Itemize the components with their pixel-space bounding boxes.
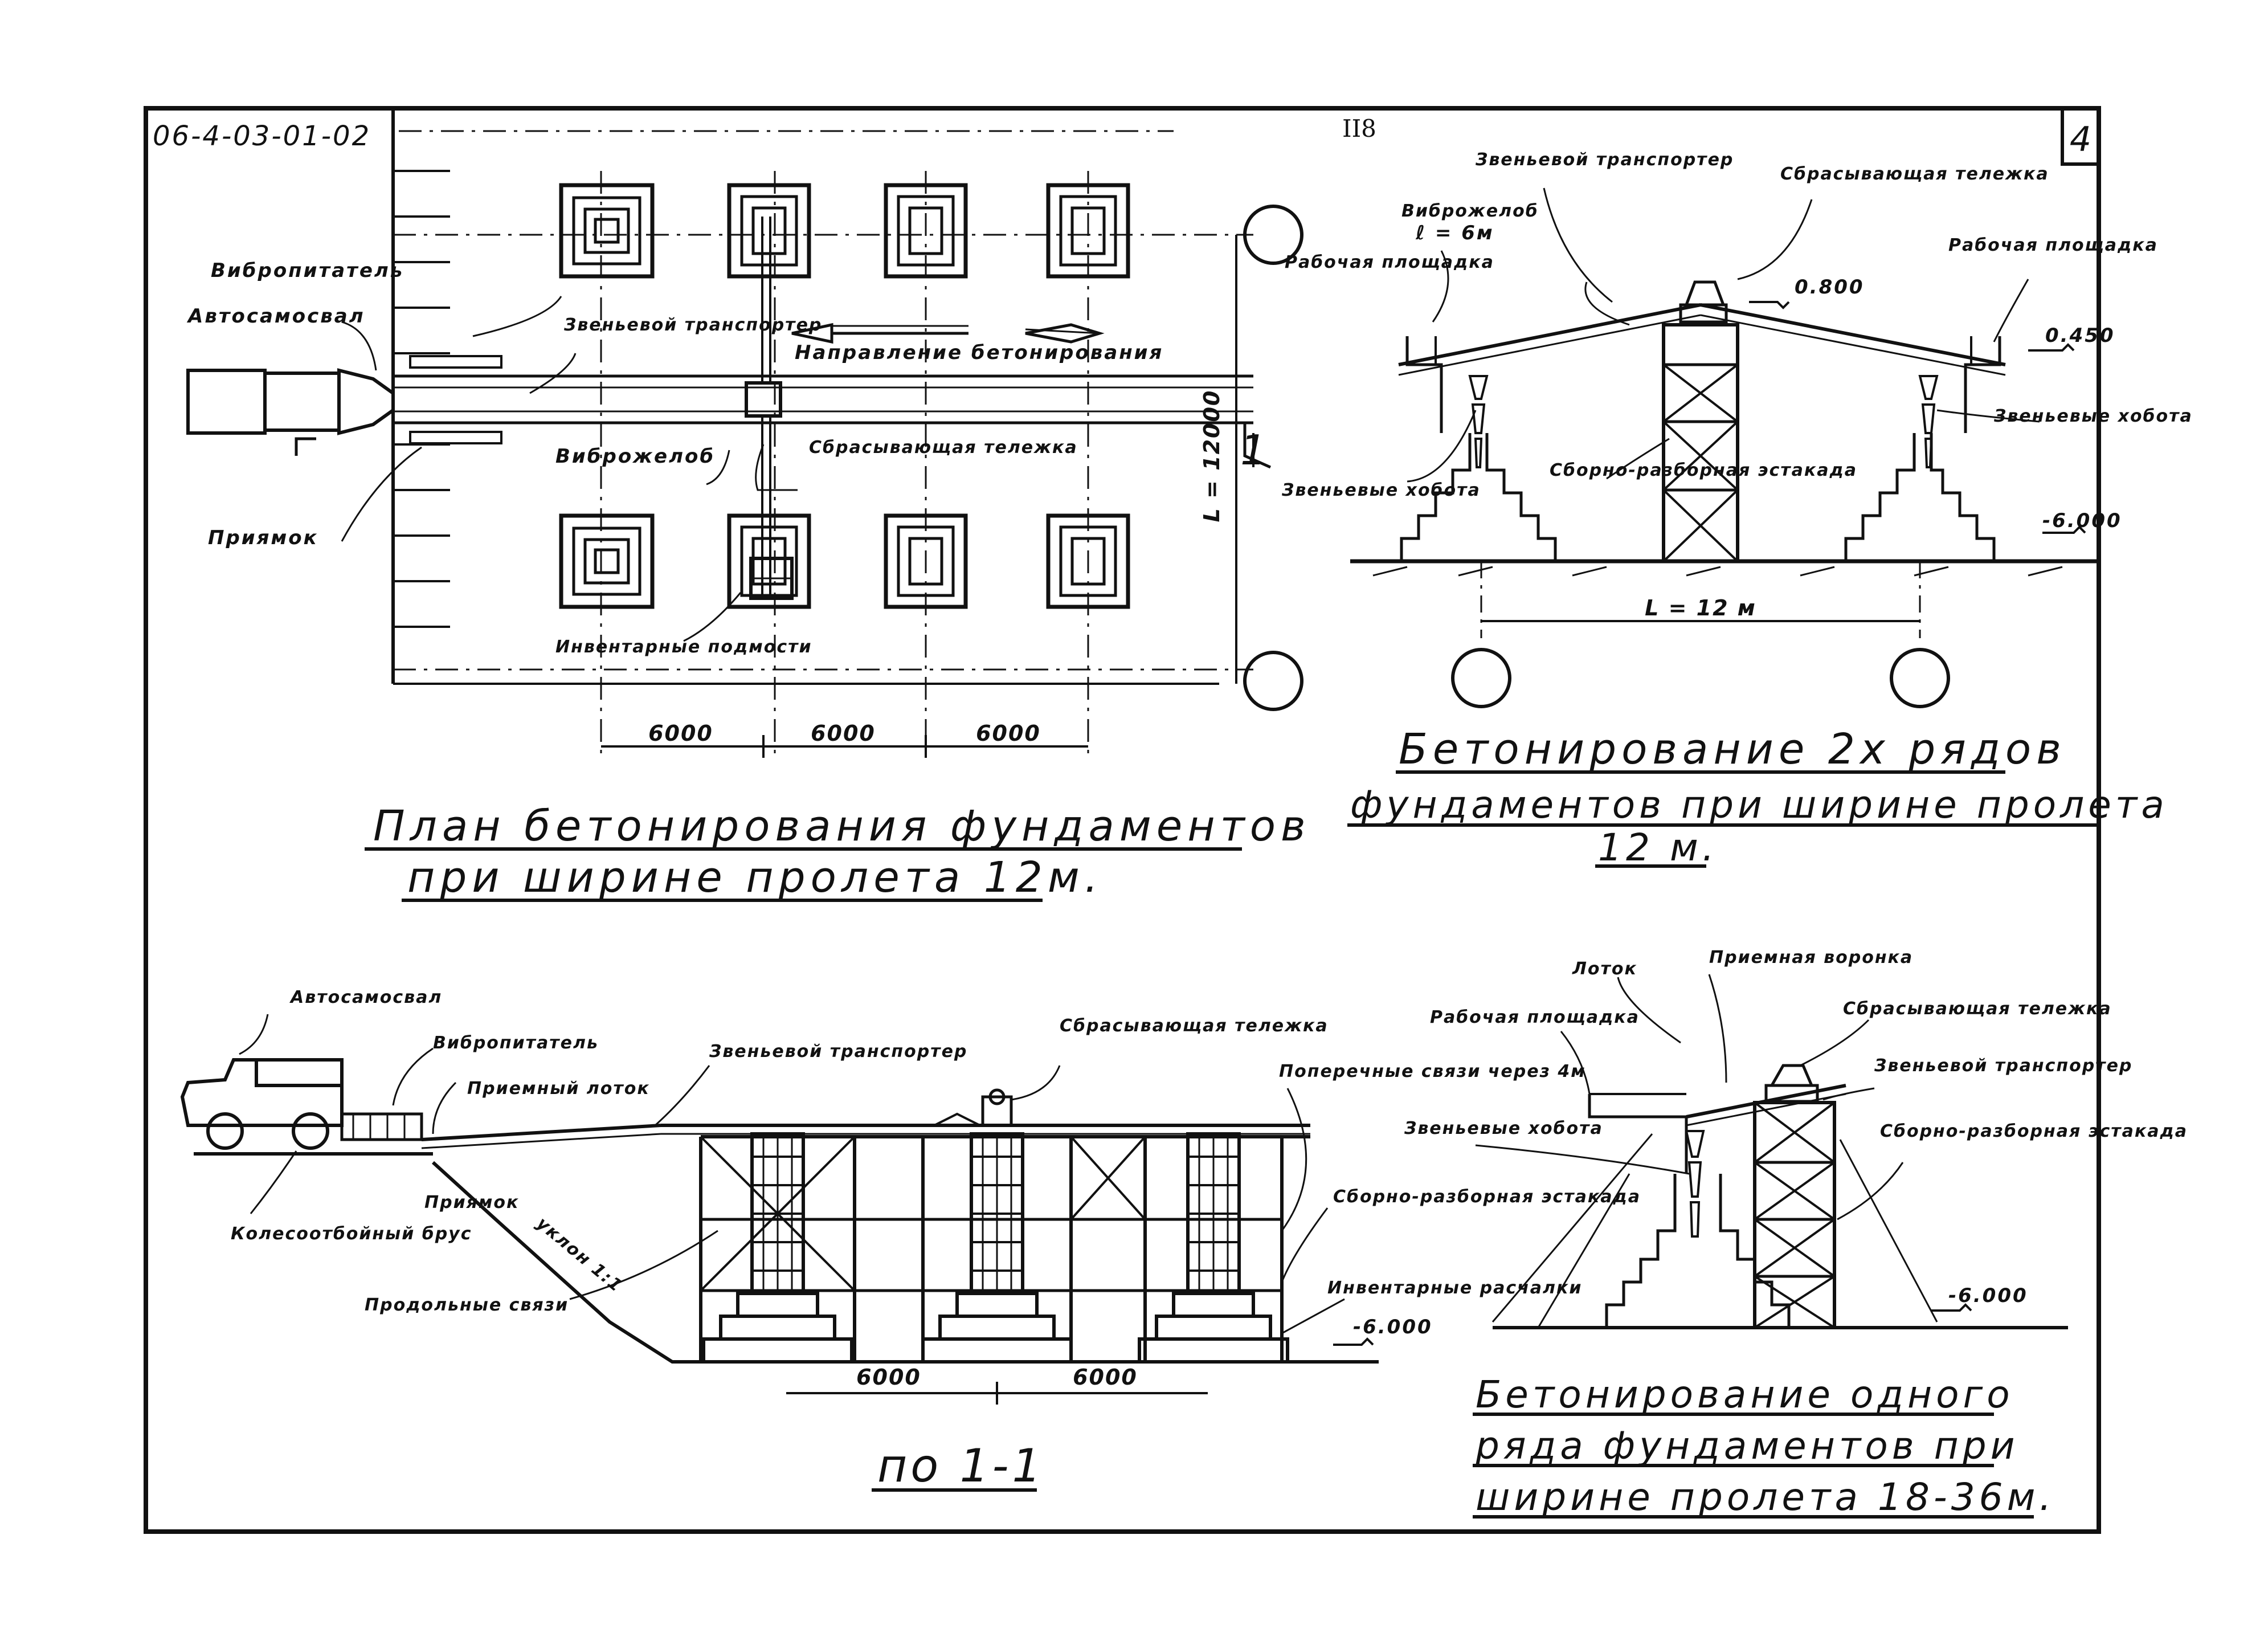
two-rows-label-work-platform-right: Рабочая площадка (1948, 235, 2158, 255)
one-row-section: Лоток Приемная воронка Сбрасывающая теле… (1404, 948, 2188, 1519)
two-rows-span: L = 12 м (1645, 595, 1756, 621)
two-rows-level-2: 0.450 (2045, 324, 2115, 347)
page-number: II8 (1342, 115, 1376, 142)
one-row-level: -6.000 (1948, 1284, 2028, 1307)
one-row-label-link-conveyor: Звеньевой транспортер (1874, 1056, 2132, 1076)
plan-label-dump-trolley: Сбрасывающая тележка (809, 438, 1078, 458)
plan-dim-2: 6000 (811, 721, 876, 746)
one-row-label-tray: Лоток (1572, 959, 1637, 979)
one-row-title-line-2: ряда фундаментов при (1475, 1424, 2019, 1468)
plan-title-line-2: при ширине пролета 12м. (407, 853, 1103, 902)
section-label-wheel-stop: Колесоотбойный брус (231, 1224, 472, 1244)
section-label-trestle: Сборно-разборная эстакада (1333, 1187, 1641, 1207)
two-rows-title-line-3: 12 м. (1598, 826, 1718, 870)
section-label-receiving-tray: Приемный лоток (467, 1079, 650, 1099)
section-label-mixer-truck: Автосамосвал (289, 987, 442, 1007)
plan-view: Вибропитатель Автосамосвал Звеньевой тра… (186, 108, 1311, 902)
one-row-title-line-3: ширине пролета 18-36м. (1476, 1475, 2055, 1519)
plan-label-pit: Приямок (208, 526, 318, 549)
section-label-pit: Приямок (424, 1193, 519, 1213)
two-rows-label-trunks-left: Звеньевые хобота (1281, 480, 1481, 500)
two-rows-level-3: -6.000 (2042, 509, 2122, 532)
plan-dim-1: 6000 (648, 721, 713, 746)
two-rows-label-work-platform-left: Рабочая площадка (1285, 252, 1494, 272)
sheet-frame (144, 106, 2101, 1534)
one-row-label-work-platform: Рабочая площадка (1430, 1007, 1640, 1027)
two-rows-label-vibro-chute: Виброжелоб (1401, 201, 1539, 221)
section-label-cross-ties: Поперечные связи через 4м (1279, 1062, 1586, 1081)
section-label-link-conveyor: Звеньевой транспортер (709, 1042, 967, 1062)
plan-section-mark: 1 (1240, 426, 1266, 474)
plan-label-vibro-chute: Виброжелоб (555, 445, 715, 468)
one-row-title-line-1: Бетонирование одного (1476, 1373, 2014, 1417)
section-level: -6.000 (1353, 1316, 1433, 1338)
plan-span-dimension: L = 12000 (1199, 390, 1224, 523)
one-row-label-trestle: Сборно-разборная эстакада (1880, 1121, 2188, 1141)
plan-label-vibrofeeder: Вибропитатель (211, 259, 404, 282)
two-rows-label-link-conveyor: Звеньевой транспортер (1475, 150, 1734, 170)
section-label-slope: уклон 1:1 (533, 1213, 627, 1296)
two-rows-title-line-1: Бетонирование 2х рядов (1399, 725, 2066, 774)
section-dim-1: 6000 (856, 1365, 921, 1390)
plan-label-link-conveyor: Звеньевой транспортер (563, 315, 822, 335)
plan-label-scaffold: Инвентарные подмости (555, 637, 812, 657)
plan-label-mixer-truck: Автосамосвал (186, 305, 365, 328)
plan-label-direction: Направление бетонирования (795, 341, 1163, 364)
section-label-dump-trolley: Сбрасывающая тележка (1060, 1016, 1329, 1036)
two-rows-label-dump-trolley: Сбрасывающая тележка (1780, 164, 2049, 184)
two-rows-level-1: 0.800 (1795, 276, 1865, 299)
two-rows-section: Звеньевой транспортер Сбрасывающая тележ… (1281, 150, 2193, 870)
plan-title-line-1: План бетонирования фундаментов (373, 802, 1311, 851)
one-row-label-hopper: Приемная воронка (1709, 948, 1913, 968)
section-label-vibrofeeder: Вибропитатель (433, 1033, 599, 1053)
two-rows-label-trestle: Сборно-разборная эстакада (1550, 460, 1857, 480)
two-rows-label-trunks-right: Звеньевые хобота (1993, 406, 2193, 426)
one-row-label-dump-trolley: Сбрасывающая тележка (1843, 999, 2112, 1019)
plan-dim-3: 6000 (976, 721, 1041, 746)
section-caption: по 1-1 (877, 1439, 1044, 1492)
sheet-code: 06-4-03-01-02 (153, 120, 371, 152)
sheet-index: 4 (2070, 120, 2091, 160)
two-rows-title-line-2: фундаментов при ширине пролета (1350, 783, 2168, 827)
section-label-guy-wires: Инвентарные расчалки (1327, 1278, 1582, 1298)
two-rows-label-chute-length: ℓ = 6м (1415, 222, 1494, 244)
sheet-index-box (2061, 107, 2101, 166)
section-1-1: Автосамосвал Вибропитатель Приемный лото… (180, 987, 1641, 1492)
one-row-label-trunks: Звеньевые хобота (1404, 1119, 1603, 1138)
section-label-long-ties: Продольные связи (365, 1295, 569, 1315)
section-dim-2: 6000 (1073, 1365, 1138, 1390)
